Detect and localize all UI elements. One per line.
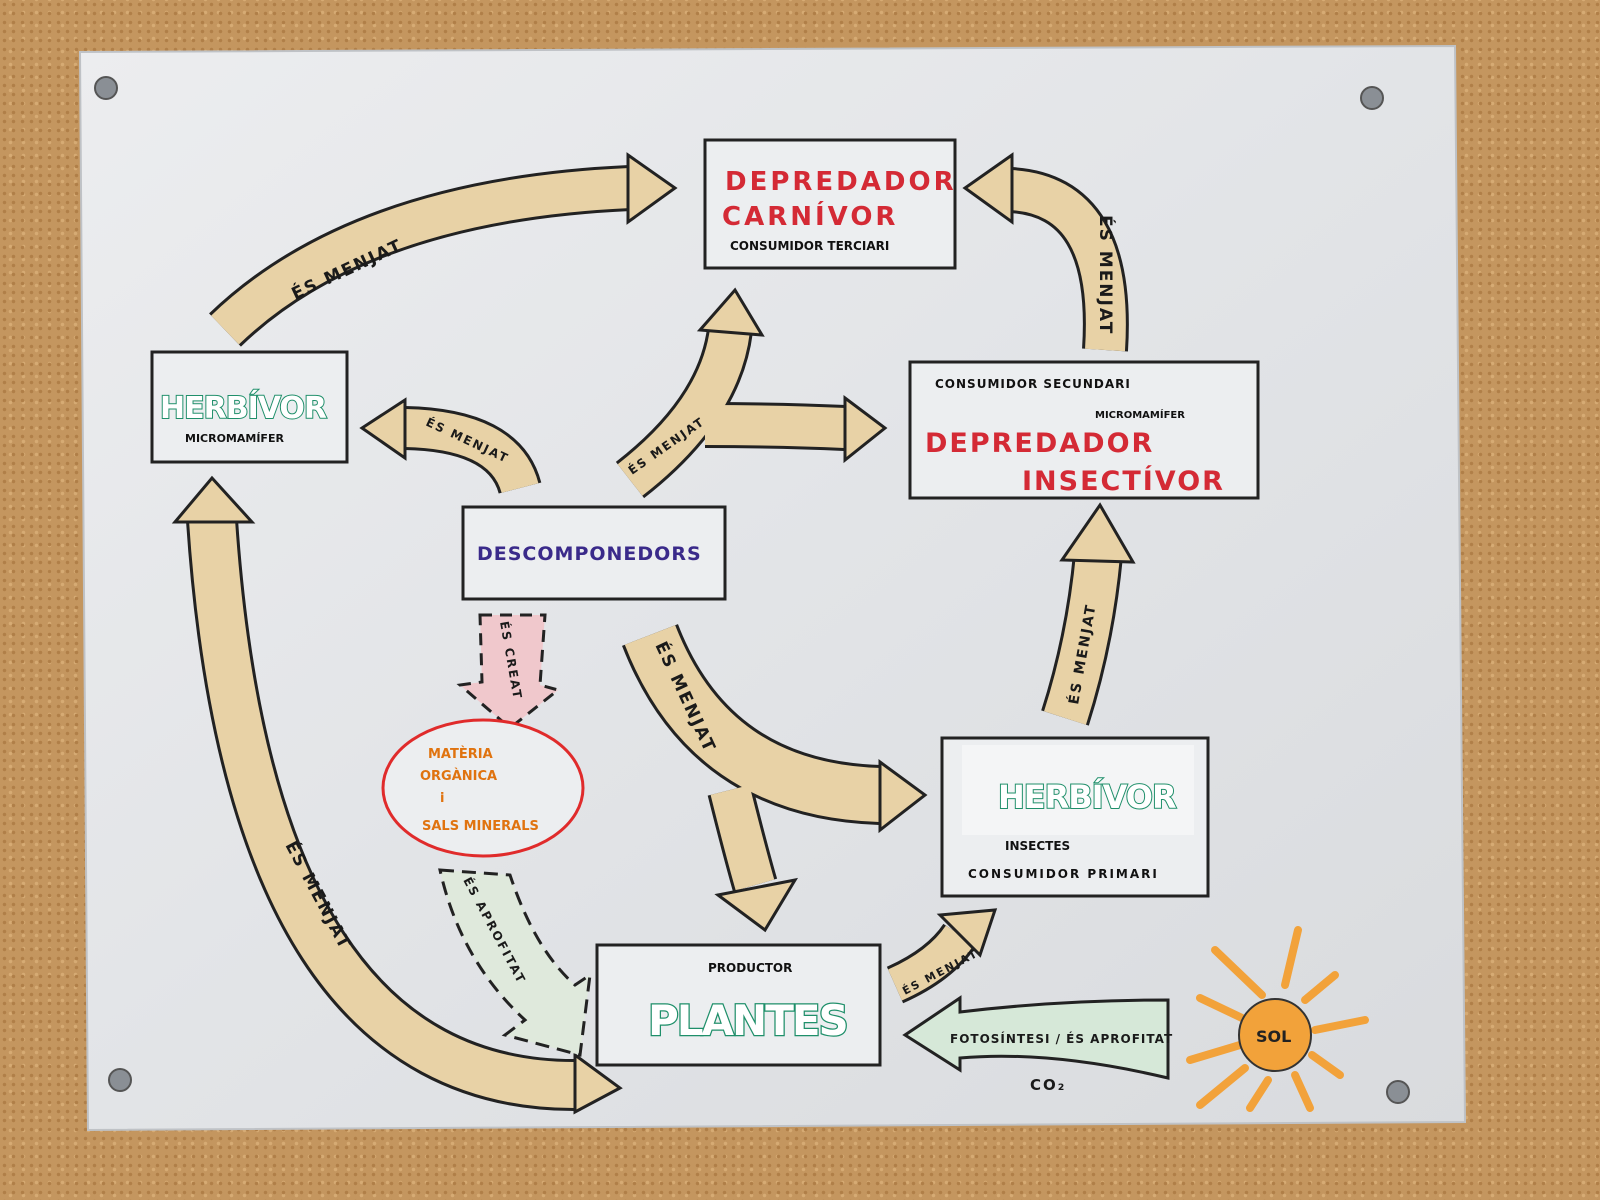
herbivor-micro-title: HERBÍVOR [160,390,327,426]
insectivor-title-1: DEPREDADOR [925,428,1154,459]
plantes-top: PRODUCTOR [708,961,792,975]
arrow-plantes-to-insects [886,908,998,1004]
insectivor-top: CONSUMIDOR SECUNDARI [935,377,1131,391]
arrow-aprofitat [438,868,592,1057]
arrow-insects-to-insectivor [1041,502,1136,726]
arrow-insectivor-to-carnivor [962,152,1129,352]
carnivor-subtitle: CONSUMIDOR TERCIARI [730,239,889,253]
node-insectivor: CONSUMIDOR SECUNDARI MICROMAMÍFER DEPRED… [908,360,1260,500]
node-descomponedors: DESCOMPONEDORS [461,505,727,601]
node-carnivor: DEPREDADOR CARNÍVOR CONSUMIDOR TERCIARI [703,138,957,270]
herbivor-micro-subtitle: MICROMAMÍFER [185,432,284,445]
sun-icon: SOL [1186,926,1369,1112]
label-co2: CO₂ [1030,1076,1066,1094]
pins [94,76,1410,1104]
arrow-desc-to-micro [359,397,542,495]
pin-icon [94,76,118,100]
materia-line-1: MATÈRIA [428,746,493,762]
pin-icon [1386,1080,1410,1104]
insectivor-title-2: INSECTÍVOR [1022,465,1225,497]
herbivor-insects-sub: INSECTES [1005,839,1070,853]
node-plantes: PRODUCTOR PLANTES [595,943,882,1067]
herbivor-insects-subtitle: CONSUMIDOR PRIMARI [968,867,1159,881]
materia-line-2: ORGÀNICA [420,768,497,784]
descomponedors-title: DESCOMPONEDORS [477,543,702,565]
arrow-fotosintesi [902,995,1170,1080]
sun-label: SOL [1256,1027,1291,1046]
label-fotosintesi: FOTOSÍNTESI / ÉS APROFITAT [950,1031,1173,1046]
materia-line-3: i [440,791,444,806]
arrow-micro-to-carnivor [209,152,678,347]
carnivor-title-2: CARNÍVOR [722,200,898,232]
label-insectivor-to-carnivor: ÉS MENJAT [1095,215,1117,335]
arrow-desc-to-insects-and-plantes [622,623,928,933]
arrow-desc-to-predators [615,287,888,499]
arrow-creat [456,613,562,730]
pin-icon [1360,86,1384,110]
pin-icon [108,1068,132,1092]
node-herbivor-insects: HERBÍVOR INSECTES CONSUMIDOR PRIMARI [940,736,1210,898]
herbivor-insects-title: HERBÍVOR [998,778,1176,816]
node-herbivor-micro: HERBÍVOR MICROMAMÍFER [150,350,349,464]
node-materia-organica: MATÈRIA ORGÀNICA i SALS MINERALS [381,718,585,858]
plantes-title: PLANTES [648,996,847,1045]
arrow-plantes-to-micro [171,475,623,1115]
materia-line-4: SALS MINERALS [422,819,539,834]
insectivor-sub: MICROMAMÍFER [1095,408,1185,421]
carnivor-title-1: DEPREDADOR [725,167,957,197]
